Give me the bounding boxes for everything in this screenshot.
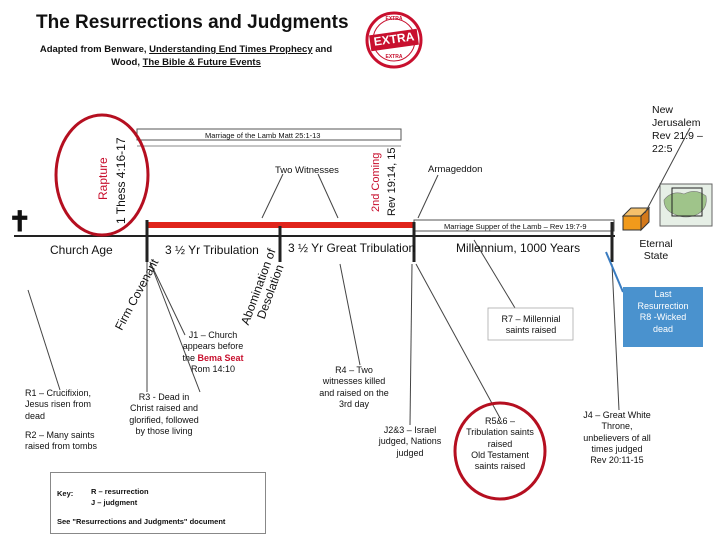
r5r6-highlight-circle [453,401,547,501]
j4-line4: times judged [591,443,643,454]
eternal-state-label: Eternal State [628,238,684,262]
armageddon-label: Armageddon [428,164,483,175]
r7-note: R7 – Millennial saints raised [490,314,572,337]
eternal-state-line2: State [643,250,669,262]
r1-line2: Jesus risen from [25,399,92,410]
r5r6-line4: Old Testament [471,449,529,460]
j1-line4: Rom 14:10 [190,363,236,374]
r4-note: R4 – Two witnesses killed and raised on … [307,365,401,410]
j1-bema-seat: Bema Seat [197,352,244,363]
j4-line1: J4 – Great White [583,410,651,420]
r4-line4: 3rd day [338,398,370,409]
j1-line3-prefix: the [182,352,198,363]
logo-ring-bottom: EXTRA [385,54,403,60]
r2-line2: raised from tombs [25,441,98,452]
last-res-line4: dead [652,324,674,335]
r3-line1: R3 - Dead in [138,392,190,402]
subtitle-book-1: Understanding End Times Prophecy [149,44,313,55]
page-subtitle: Adapted from Benware, Understanding End … [36,44,336,70]
new-jerusalem-name: New Jerusalem [652,104,701,130]
j4-note: J4 – Great White Throne, unbelievers of … [572,410,662,466]
j2j3-line3: judged [396,447,424,458]
r7-line2: saints raised [505,325,557,336]
rapture-reference: 1 Thess 4:16-17 [114,137,128,224]
j1-note: J1 – Church appears before the Bema Seat… [168,330,258,375]
r3-line4: by those living [135,425,193,436]
j1-line1: J1 – Church [188,330,238,340]
tribulation-label: 3 ½ Yr Tribulation [165,243,259,257]
j2j3-note: J2&3 – Israel judged, Nations judged [370,425,450,459]
r1-line3: dead [25,410,46,421]
key-label: Key: [57,489,74,498]
new-jerusalem-reference: Rev 21:9 – 22:5 [652,130,703,156]
j4-line5: Rev 20:11-15 [590,455,644,465]
r2-line1: R2 – Many saints [25,430,95,440]
rapture-to-coming-span [147,222,415,228]
last-res-line3: R8 -Wicked [639,312,687,323]
r5r6-line2: Tribulation saints [466,427,534,438]
r7-line1: R7 – Millennial [501,314,561,324]
marriage-lamb-label: Marriage of the Lamb Matt 25:1-13 [205,131,321,140]
extra-badge-icon [365,11,423,69]
subtitle-prefix-1: Adapted from Benware, [39,44,150,55]
r5r6-note: R5&6 – Tribulation saints raised Old Tes… [458,416,542,472]
r4-line1: R4 – Two [335,365,373,375]
city-cube-front [622,215,642,231]
r5r6-line1: R5&6 – [484,416,516,426]
r3-line3: glorified, followed [129,414,199,425]
r3-note: R3 - Dead in Christ raised and glorified… [117,392,211,437]
cross-icon: ✝ [8,206,32,237]
rapture-label: Rapture [96,157,110,200]
second-coming-label: 2nd Coming [370,152,382,212]
extra-logo: EXTRA EXTRA EXTRA [364,10,424,70]
church-age-label: Church Age [50,243,113,257]
marriage-supper-label: Marriage Supper of the Lamb – Rev 19:7-9 [444,222,587,231]
page-title: The Resurrections and Judgments [36,12,349,33]
r3-line2: Christ raised and [129,403,199,414]
great-tribulation-label: 3 ½ Yr Great Tribulation [288,241,416,255]
logo-ring-top: EXTRA [385,16,403,22]
subtitle-prefix-2: Wood, [111,56,143,68]
key-box: Key: R – resurrection J – judgment See "… [50,472,266,534]
key-r-entry: R – resurrection [91,487,149,496]
two-witnesses-label: Two Witnesses [275,165,339,176]
subtitle-suffix-1: and [312,44,333,55]
j2j3-line1: J2&3 – Israel [383,425,437,435]
r4-line3: and raised on the [319,387,389,398]
key-see-doc: See "Resurrections and Judgments" docume… [57,517,226,526]
eternal-state-line1: Eternal [639,238,673,250]
new-jerusalem-label: New Jerusalem Rev 21:9 – 22:5 [652,104,720,157]
last-res-line1: Last [654,289,672,299]
j4-line3: unbelievers of all [583,432,651,443]
second-coming-reference: Rev 19:14, 15 [386,147,398,217]
r1-note: R1 – Crucifixion, Jesus risen from dead [25,388,115,422]
r7-box [487,307,574,341]
j4-line2: Throne, [601,421,633,432]
r4-line2: witnesses killed [322,376,386,387]
millennium-label: Millennium, 1000 Years [456,241,581,255]
last-res-line2: Resurrection [637,300,689,311]
r5r6-line5: saints raised [474,461,526,471]
key-j-entry: J – judgment [91,498,138,507]
last-resurrection-box: Last Resurrection R8 -Wicked dead [623,287,703,347]
subtitle-book-2: The Bible & Future Events [142,56,261,68]
j2j3-line2: judged, Nations [378,436,442,447]
j1-line2: appears before [182,341,244,352]
r1-line1: R1 – Crucifixion, [25,388,92,398]
r5r6-line3: raised [487,438,513,449]
rapture-highlight-circle [54,113,150,237]
r2-note: R2 – Many saints raised from tombs [25,430,115,453]
